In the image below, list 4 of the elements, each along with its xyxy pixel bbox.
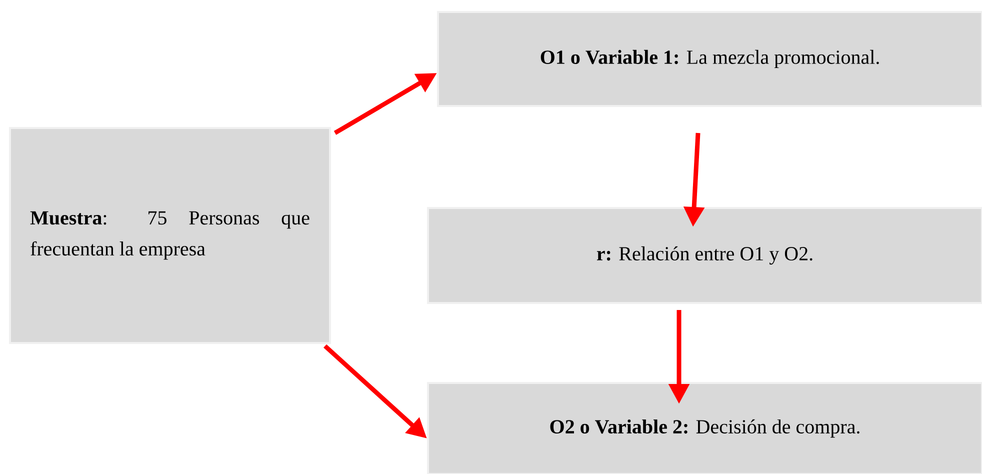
text-box: r: Relación entre O1 y O2. (427, 207, 982, 304)
text-box: O1 o Variable 1: La mezcla promocional. (437, 11, 982, 107)
text-box: Muestra: 75 Personas que frecuentan la empresa (9, 127, 331, 344)
text-box: O2 o Variable 2: Decisión de compra. (427, 382, 982, 474)
